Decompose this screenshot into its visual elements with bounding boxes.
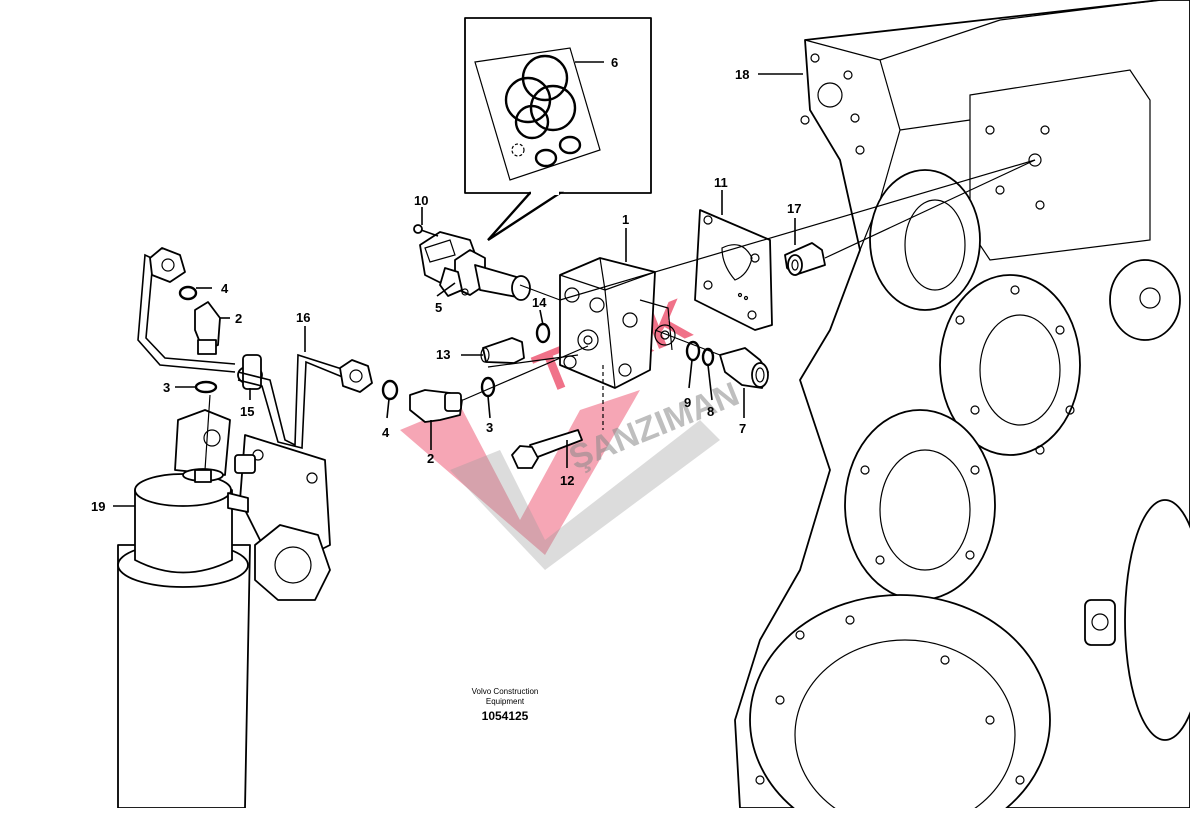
- caption-line2: Equipment: [486, 697, 525, 706]
- callouts: 1 2 2 3 3 4 4 5 6 7 8 9 10 11 12 13 14 1…: [91, 55, 801, 514]
- callout-14: 14: [532, 295, 547, 310]
- diagram-caption: Volvo Construction Equipment 1054125: [472, 687, 539, 723]
- callout-2b: 2: [427, 451, 434, 466]
- callout-2a: 2: [235, 311, 242, 326]
- callout-13: 13: [436, 347, 450, 362]
- filter-housing: [117, 409, 331, 809]
- callout-18: 18: [735, 67, 749, 82]
- assembly-lines: [204, 159, 1036, 471]
- callout-17: 17: [787, 201, 801, 216]
- gasket-11: [694, 209, 773, 331]
- callout-6: 6: [611, 55, 618, 70]
- callout-16: 16: [296, 310, 310, 325]
- callout-8: 8: [707, 404, 714, 419]
- o-ring-4a: [178, 285, 198, 301]
- callout-4b: 4: [382, 425, 390, 440]
- valve-block-1: [559, 257, 676, 389]
- solenoid-valve-5: [419, 231, 531, 301]
- caption-line1: Volvo Construction: [472, 687, 539, 696]
- caption-number: 1054125: [482, 709, 529, 723]
- o-ring-4b: [381, 379, 399, 401]
- callout-12: 12: [560, 473, 574, 488]
- pipe-assembly-left: [137, 247, 373, 450]
- leader-lines: [113, 61, 803, 507]
- elbow-fitting-2: [409, 389, 463, 423]
- callout-10: 10: [414, 193, 428, 208]
- sensor-7: [719, 347, 769, 389]
- sleeve-17: [784, 242, 826, 276]
- callout-5: 5: [435, 300, 442, 315]
- transmission-housing: [734, 0, 1190, 813]
- callout-3a: 3: [163, 380, 170, 395]
- callout-9: 9: [684, 395, 691, 410]
- callout-3b: 3: [486, 420, 493, 435]
- seal-kit-inset: [464, 17, 652, 242]
- callout-11: 11: [714, 175, 728, 190]
- screw-10: [413, 224, 439, 237]
- washer-9: [685, 340, 701, 362]
- plug-13: [480, 337, 525, 364]
- bolt-12: [511, 429, 583, 469]
- callout-4a: 4: [221, 281, 229, 296]
- callout-15: 15: [240, 404, 254, 419]
- o-ring-3a: [194, 380, 218, 394]
- callout-7: 7: [739, 421, 746, 436]
- callout-1: 1: [622, 212, 629, 227]
- callout-19: 19: [91, 499, 105, 514]
